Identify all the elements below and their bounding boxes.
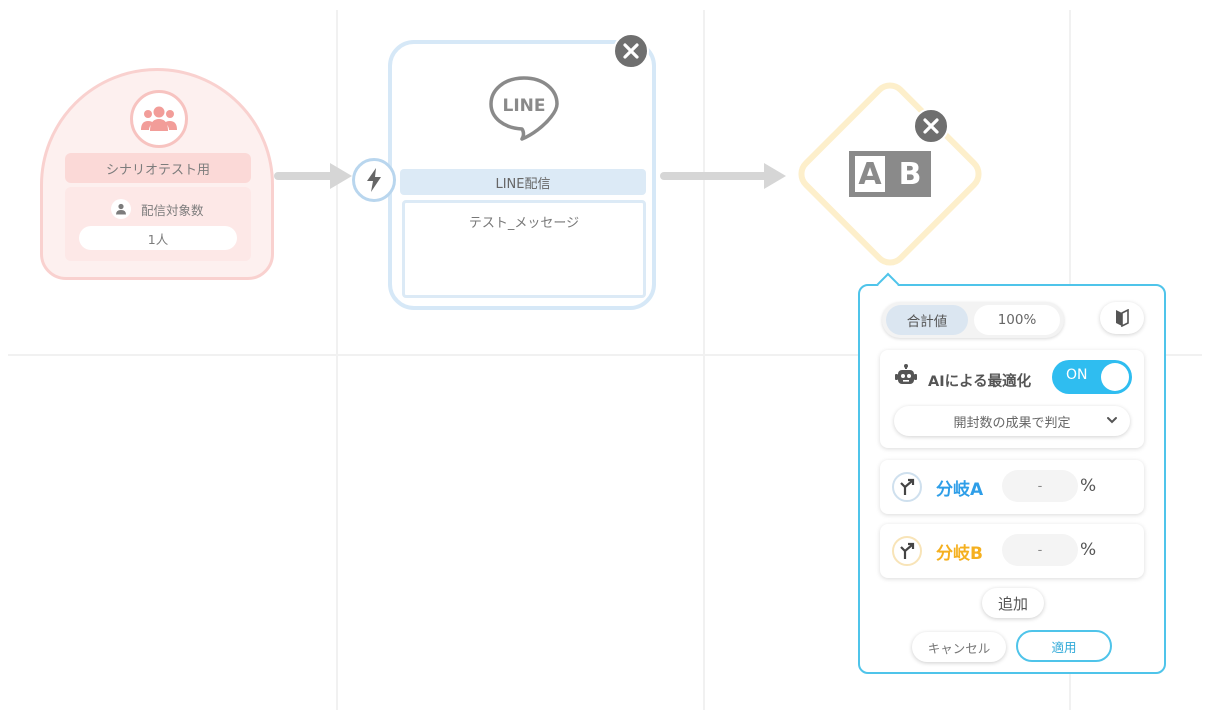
arrow-head xyxy=(764,163,786,189)
scenario-title: シナリオテスト用 xyxy=(65,153,251,183)
ab-node-close-button[interactable] xyxy=(913,108,949,144)
line-node-label: LINE配信 xyxy=(400,169,646,195)
lightning-icon xyxy=(367,168,381,192)
grid-line xyxy=(703,10,705,710)
add-branch-button[interactable]: 追加 xyxy=(982,588,1044,618)
group-icon xyxy=(130,90,188,148)
beginner-mark-button[interactable] xyxy=(1100,302,1144,334)
line-node[interactable]: LINE LINE配信 テスト_メッセージ xyxy=(388,40,656,310)
grid-line xyxy=(336,10,338,710)
ab-settings-panel: 合計値 100% AIによる最適化 ON 開封数の成果で判定 xyxy=(858,284,1166,674)
ai-optimization-label: AIによる最適化 xyxy=(928,374,1032,390)
segment-total-value[interactable]: 合計値 xyxy=(886,305,968,335)
branch-a-percent-input[interactable]: - xyxy=(1002,470,1078,502)
chevron-down-icon xyxy=(1107,417,1117,424)
close-icon xyxy=(923,118,939,134)
arrow-head xyxy=(330,163,352,189)
percent-sign: % xyxy=(1080,476,1097,496)
robot-icon xyxy=(895,364,917,384)
branch-b-percent-input[interactable]: - xyxy=(1002,534,1078,566)
audience-box: 配信対象数 1人 xyxy=(65,187,251,261)
judge-criteria-select[interactable]: 開封数の成果で判定 xyxy=(894,406,1130,436)
segment-percent[interactable]: 100% xyxy=(974,305,1060,335)
branch-a-name: 分岐A xyxy=(936,480,984,500)
branch-icon xyxy=(892,536,922,566)
line-logo-icon: LINE xyxy=(489,76,559,141)
ab-test-icon: A B xyxy=(849,151,931,197)
scenario-node[interactable]: シナリオテスト用 配信対象数 1人 xyxy=(40,68,274,280)
line-node-close-button[interactable] xyxy=(613,33,649,69)
branch-b-name: 分岐B xyxy=(936,544,983,564)
apply-button[interactable]: 適用 xyxy=(1016,630,1112,662)
ai-optimization-toggle[interactable]: ON xyxy=(1052,360,1132,394)
judge-criteria-value: 開封数の成果で判定 xyxy=(953,415,1071,431)
ab-letter-a: A xyxy=(855,156,885,192)
ab-letter-b: B xyxy=(898,156,922,192)
mode-segment: 合計値 100% xyxy=(882,302,1064,338)
audience-label: 配信対象数 xyxy=(141,203,204,218)
grid-line xyxy=(8,354,1202,356)
person-icon xyxy=(111,199,131,219)
close-icon xyxy=(623,43,639,59)
connector-line xyxy=(660,172,770,180)
percent-sign: % xyxy=(1080,540,1097,560)
line-message[interactable]: テスト_メッセージ xyxy=(402,200,646,298)
beginner-mark-icon xyxy=(1116,309,1129,327)
line-logo-text: LINE xyxy=(503,96,546,116)
toggle-knob xyxy=(1101,363,1129,391)
ai-optimization-card: AIによる最適化 ON 開封数の成果で判定 xyxy=(880,350,1144,448)
trigger-node[interactable] xyxy=(352,158,396,202)
branch-icon xyxy=(892,472,922,502)
branch-a-row: 分岐A - % xyxy=(880,460,1144,514)
audience-count: 1人 xyxy=(79,226,237,250)
connector-line xyxy=(274,172,340,180)
branch-b-row: 分岐B - % xyxy=(880,524,1144,578)
cancel-button[interactable]: キャンセル xyxy=(912,632,1006,662)
toggle-state: ON xyxy=(1066,367,1088,383)
